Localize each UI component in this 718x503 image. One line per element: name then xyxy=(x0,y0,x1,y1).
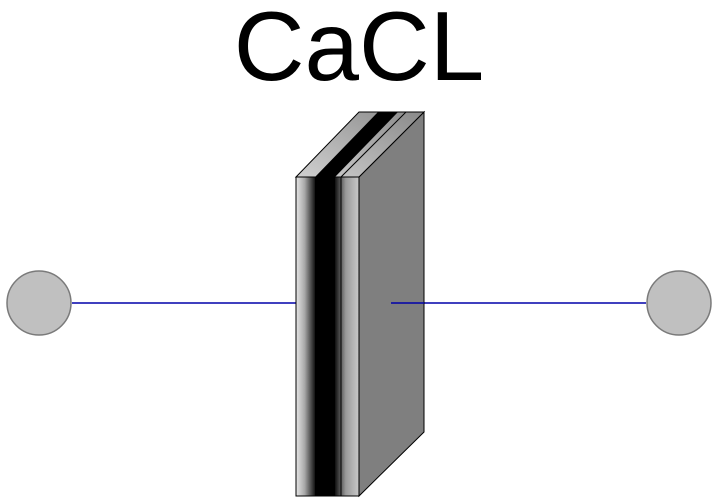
top-ridge-line xyxy=(340,111,407,178)
capacitor-plate-stack xyxy=(294,110,426,498)
front-plate-right xyxy=(335,177,359,496)
front-plate-left xyxy=(296,177,315,496)
right-port-connector[interactable] xyxy=(646,270,712,336)
left-port-connector[interactable] xyxy=(6,270,72,336)
front-dielectric xyxy=(315,177,335,496)
front-outline xyxy=(295,176,360,497)
component-label: CaCL xyxy=(234,0,485,101)
plate-side-face xyxy=(358,110,425,498)
plate-top-stripe xyxy=(315,112,398,177)
